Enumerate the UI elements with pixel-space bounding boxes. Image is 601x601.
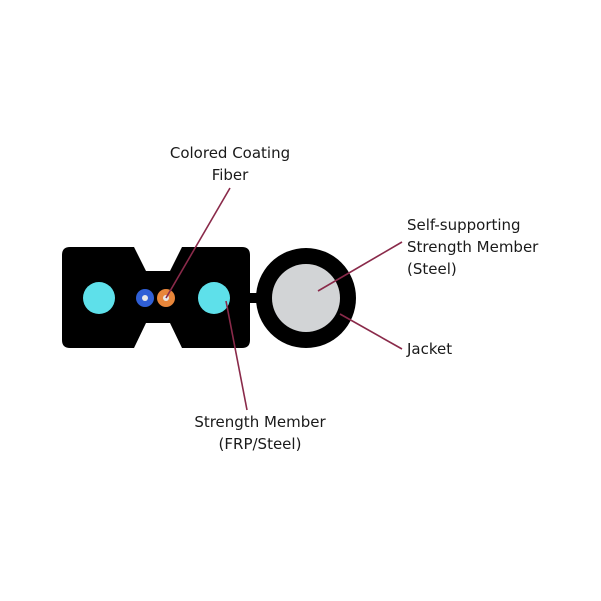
label-sm-line1: Strength Member: [194, 413, 326, 431]
leader-self-supporting: [317, 241, 403, 292]
label-sm-line2: (FRP/Steel): [218, 435, 302, 453]
cable-jacket-body: [62, 247, 250, 348]
label-jacket-line1: Jacket: [407, 340, 453, 358]
steel-core: [272, 264, 340, 332]
label-fiber-line1: Colored Coating: [169, 144, 291, 162]
leader-jacket: [339, 313, 403, 350]
label-ssm-line1: Self-supporting: [407, 216, 521, 234]
leader-strength-member: [225, 300, 248, 411]
label-strength-member: Strength Member (FRP/Steel): [180, 411, 340, 455]
fiber-blue-core: [142, 295, 148, 301]
label-jacket: Jacket: [407, 338, 452, 360]
label-colored-coating-fiber: Colored Coating Fiber: [150, 142, 310, 186]
label-self-supporting-strength-member: Self-supporting Strength Member (Steel): [407, 214, 538, 280]
label-ssm-line3: (Steel): [407, 260, 457, 278]
cable-web: [248, 293, 262, 303]
leader-fiber: [165, 187, 231, 299]
strength-member-left: [83, 282, 115, 314]
strength-member-right: [198, 282, 230, 314]
label-ssm-line2: Strength Member: [407, 238, 539, 256]
label-fiber-line2: Fiber: [211, 166, 249, 184]
